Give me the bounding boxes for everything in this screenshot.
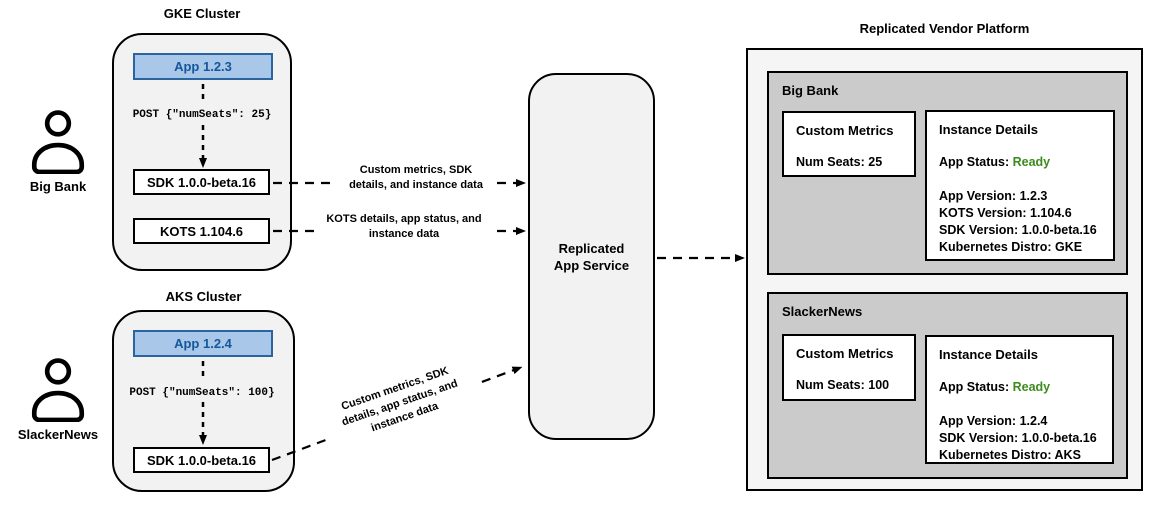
app-status-line: App Status: Ready [939, 155, 1101, 170]
persona-slackernews: SlackerNews [8, 358, 108, 442]
user-icon [31, 358, 85, 422]
slackernews-custom-metrics-box: Custom Metrics Num Seats: 100 [782, 334, 916, 401]
app-status-line: App Status: Ready [939, 380, 1100, 395]
panel-slackernews: SlackerNews Custom Metrics Num Seats: 10… [767, 292, 1128, 479]
aks-cluster-title: AKS Cluster [165, 289, 242, 304]
instance-details-title: Instance Details [939, 347, 1038, 362]
instance-details-title: Instance Details [939, 122, 1038, 137]
app-status-label: App Status: [939, 155, 1013, 169]
persona-big-bank: Big Bank [8, 110, 108, 194]
aks-sdk-box: SDK 1.0.0-beta.16 [133, 447, 270, 473]
instance-details-lines: App Version: 1.2.3 KOTS Version: 1.104.6… [939, 188, 1101, 256]
gke-kots-flow-label: KOTS details, app status, and instance d… [316, 211, 492, 243]
app-status-label: App Status: [939, 380, 1013, 394]
user-icon [31, 110, 85, 174]
slackernews-instance-details-box: Instance Details App Status: Ready App V… [925, 335, 1114, 464]
replicated-app-service-box: Replicated App Service [528, 73, 655, 440]
gke-post-request: POST {"numSeats": 25} [132, 109, 272, 121]
aks-post-request: POST {"numSeats": 100} [129, 387, 275, 399]
gke-sdk-box: SDK 1.0.0-beta.16 [133, 169, 270, 195]
persona-label: Big Bank [29, 179, 87, 194]
gke-sdk-flow-label: Custom metrics, SDK details, and instanc… [335, 162, 497, 194]
aks-app-box: App 1.2.4 [133, 330, 273, 357]
num-seats-value: Num Seats: 100 [796, 378, 890, 392]
gke-cluster-title: GKE Cluster [163, 6, 241, 21]
gke-kots-box: KOTS 1.104.6 [133, 218, 270, 244]
vendor-platform-box: Big Bank Custom Metrics Num Seats: 25 In… [746, 48, 1143, 491]
detail-line: Kubernetes Distro: AKS [939, 448, 1081, 462]
service-label-line: Replicated [558, 240, 625, 256]
num-seats-value: Num Seats: 25 [796, 155, 883, 169]
vendor-platform-title: Replicated Vendor Platform [859, 21, 1030, 36]
detail-line: SDK Version: 1.0.0-beta.16 [939, 431, 1097, 445]
detail-line: App Version: 1.2.4 [939, 414, 1048, 428]
detail-line: KOTS Version: 1.104.6 [939, 206, 1072, 220]
panel-name: Big Bank [782, 83, 839, 98]
gke-app-box: App 1.2.3 [133, 53, 273, 80]
big-bank-instance-details-box: Instance Details App Status: Ready App V… [925, 110, 1115, 261]
service-label-line: App Service [553, 257, 630, 273]
persona-label: SlackerNews [17, 427, 99, 442]
detail-line: Kubernetes Distro: GKE [939, 240, 1083, 254]
app-status-value: Ready [1012, 155, 1051, 169]
app-status-value: Ready [1012, 380, 1051, 394]
custom-metrics-title: Custom Metrics [796, 123, 894, 138]
panel-name: SlackerNews [782, 304, 863, 319]
custom-metrics-title: Custom Metrics [796, 346, 894, 361]
detail-line: SDK Version: 1.0.0-beta.16 [939, 223, 1097, 237]
big-bank-custom-metrics-box: Custom Metrics Num Seats: 25 [782, 111, 916, 177]
detail-line: App Version: 1.2.3 [939, 189, 1048, 203]
panel-big-bank: Big Bank Custom Metrics Num Seats: 25 In… [767, 71, 1128, 275]
aks-sdk-flow-label: Custom metrics, SDK details, app status,… [318, 355, 482, 452]
instance-details-lines: App Version: 1.2.4 SDK Version: 1.0.0-be… [939, 413, 1100, 464]
